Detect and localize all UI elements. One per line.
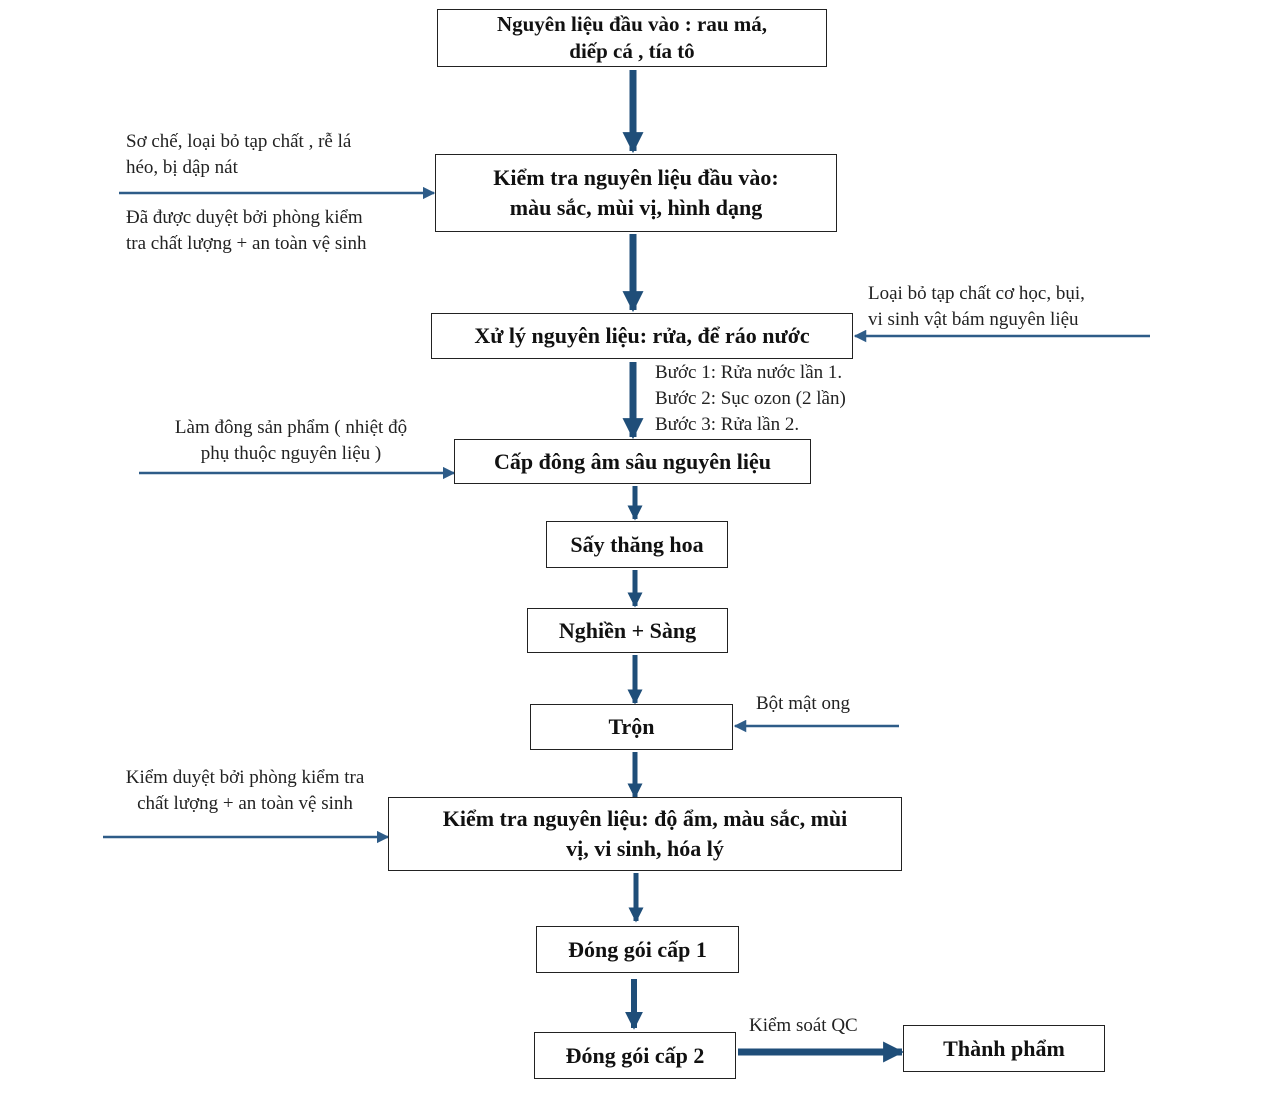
- note-qc-approval-line2: chất lượng + an toàn vệ sinh: [137, 793, 353, 815]
- note-freezing-line1: Làm đông sản phẩm ( nhiệt độ: [174, 417, 408, 438]
- step-freeze-drying-label: Sấy thăng hoa: [570, 531, 704, 557]
- note-approved-by-qc-line2: tra chất lượng + an toàn vệ sinh: [126, 233, 367, 255]
- step-grinding-sieving-label: Nghiền + Sàng: [558, 617, 697, 643]
- note-preliminary-processing-line2: héo, bị dập nát: [126, 157, 238, 179]
- note-remove-impurities-line1: Loại bỏ tạp chất cơ học, bụi,: [868, 283, 1085, 304]
- step-freeze-drying: Sấy thăng hoa: [546, 521, 728, 568]
- step-input-inspection-line2: màu sắc, mùi vị, hình dạng: [509, 195, 763, 220]
- note-washing-step-1: Bước 1: Rửa nước lần 1.: [655, 362, 843, 383]
- step-finished-product: Thành phẩm: [903, 1025, 1105, 1072]
- note-qc-control: Kiểm soát QC: [749, 1013, 858, 1039]
- note-remove-impurities-line2: vi sinh vật bám nguyên liệu: [868, 309, 1079, 331]
- note-freezing: Làm đông sản phẩm ( nhiệt độ phụ thuộc ng…: [150, 415, 432, 467]
- note-remove-impurities: Loại bỏ tạp chất cơ học, bụi, vi sinh vật…: [868, 281, 1085, 333]
- step-raw-materials-line1: Nguyên liệu đầu vào : rau má,: [496, 11, 768, 36]
- step-quality-inspection: Kiểm tra nguyên liệu: độ ẩm, màu sắc, mù…: [388, 797, 902, 871]
- note-washing-step-2: Bước 2: Sục ozon (2 lần): [655, 388, 846, 410]
- note-preliminary-processing: Sơ chế, loại bỏ tạp chất , rễ lá héo, bị …: [126, 129, 351, 181]
- step-quality-inspection-line1: Kiểm tra nguyên liệu: độ ẩm, màu sắc, mù…: [442, 806, 848, 832]
- step-finished-product-label: Thành phẩm: [943, 1035, 1065, 1061]
- step-raw-materials: Nguyên liệu đầu vào : rau má, diếp cá , t…: [437, 9, 827, 67]
- step-input-inspection-line1: Kiểm tra nguyên liệu đầu vào:: [493, 165, 779, 191]
- note-freezing-line2: phụ thuộc nguyên liệu ): [200, 443, 382, 465]
- step-quality-inspection-line2: vị, vi sinh, hóa lý: [566, 836, 724, 861]
- note-approved-by-qc: Đã được duyệt bởi phòng kiểm tra chất lượ…: [126, 205, 367, 257]
- note-honey-powder: Bột mật ong: [756, 691, 850, 717]
- step-grinding-sieving: Nghiền + Sàng: [527, 608, 728, 653]
- step-processing: Xử lý nguyên liệu: rửa, để ráo nước: [431, 313, 853, 359]
- step-raw-materials-line2: diếp cá , tía tô: [569, 39, 695, 63]
- note-qc-approval-line1: Kiểm duyệt bởi phòng kiểm tra: [125, 767, 365, 788]
- note-qc-control-label: Kiểm soát QC: [749, 1015, 858, 1036]
- note-qc-approval: Kiểm duyệt bởi phòng kiểm tra chất lượng …: [100, 765, 390, 817]
- step-packaging-1: Đóng gói cấp 1: [536, 926, 739, 973]
- note-washing-step-3: Bước 3: Rửa lần 2.: [655, 414, 800, 436]
- note-washing-steps: Bước 1: Rửa nước lần 1. Bước 2: Sục ozon …: [655, 360, 846, 438]
- note-approved-by-qc-line1: Đã được duyệt bởi phòng kiểm: [126, 207, 363, 228]
- step-mixing: Trộn: [530, 704, 733, 750]
- note-preliminary-processing-line1: Sơ chế, loại bỏ tạp chất , rễ lá: [126, 131, 352, 152]
- step-packaging-2: Đóng gói cấp 2: [534, 1032, 736, 1079]
- step-packaging-2-label: Đóng gói cấp 2: [565, 1042, 705, 1068]
- step-mixing-label: Trộn: [608, 714, 655, 740]
- note-honey-powder-label: Bột mật ong: [756, 693, 850, 714]
- step-deep-freeze: Cấp đông âm sâu nguyên liệu: [454, 439, 811, 484]
- step-processing-label: Xử lý nguyên liệu: rửa, để ráo nước: [474, 323, 810, 349]
- step-input-inspection: Kiểm tra nguyên liệu đầu vào: màu sắc, mù…: [435, 154, 837, 232]
- step-packaging-1-label: Đóng gói cấp 1: [568, 936, 707, 962]
- step-deep-freeze-label: Cấp đông âm sâu nguyên liệu: [494, 448, 771, 474]
